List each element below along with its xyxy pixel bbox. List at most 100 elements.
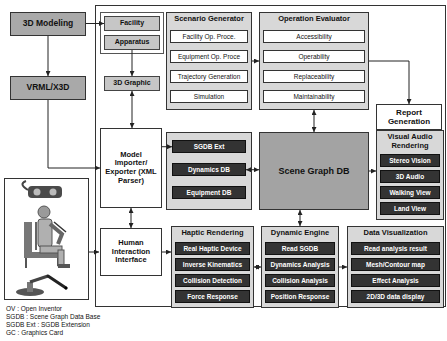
item-label: Read analysis result [364,245,427,252]
function-item: Read SGDB [265,242,335,255]
device-link [89,252,99,253]
flow-arrow [162,146,172,147]
flow-arrow [162,252,171,253]
flow-arrow [132,91,133,128]
module-panel: Scenario GeneratorFacility Op. Proce. Equ… [166,12,252,110]
function-item: 3D Audio [380,170,440,183]
function-item: Simulation [170,90,248,103]
module-panel: Visual Audio RenderingStereo Vision 3D Au… [376,130,444,220]
abbreviation-note: OV : Open Inventor [6,305,62,313]
function-item: 2D/3D data display [351,290,440,303]
function-item: Maintainability [263,90,365,103]
function-item: Trajectory Generation [170,70,248,83]
panel-title: Visual Audio Rendering [377,131,443,150]
item-label: Walking View [389,189,430,196]
box-label: Facility [120,19,144,27]
item-label: Land View [394,205,426,212]
module-panel: Operation EvaluatorAccessibilityOperabil… [259,12,369,110]
item-label: Equipment DB [187,189,232,196]
flow-arrow [252,61,259,62]
panel-title: Data Visualization [348,227,443,238]
box-label: 3D Graphic [113,79,150,87]
function-item: Stereo Vision [380,154,440,167]
haptic-stylus-icon [16,276,68,296]
flow-arrow [132,50,133,76]
item-label: 2D/3D data display [367,293,425,300]
flow-arrow [300,210,301,226]
box-label: Report Generation [379,108,439,126]
item-label: Replaceability [294,73,334,80]
function-item: Collision Detection [175,274,250,287]
function-item: Effect Analysis [351,274,440,287]
item-label: Trajectory Generation [178,73,241,80]
flow-arrow [48,100,100,168]
flow-arrow [48,36,49,76]
flow-arrow [254,267,261,268]
flow-arrow [246,169,259,170]
function-item: Collision Analysis [265,274,335,287]
function-item: Accessibility [263,30,365,43]
abbreviation-note: SGDB : Scene Graph Data Base [6,313,100,321]
panel-title: Scenario Generator [167,13,251,24]
item-label: Read SGDB [282,245,318,252]
asset-box: Facility [104,16,160,31]
hmd-icon [22,181,62,198]
function-item: Mesh/Contour map [351,258,440,271]
box-label: Model Importer/ Exporter (XML Parser) [103,151,159,186]
item-label: Simulation [194,93,224,100]
box-label: Apparatus [115,38,150,46]
function-item: Real Haptic Device [175,242,250,255]
item-label: Force Response [187,293,238,300]
item-label: Real Haptic Device [183,245,241,252]
abbreviation-note: GC : Graphics Card [6,329,63,337]
item-label: Position Response [271,293,330,300]
item-label: Effect Analysis [372,277,418,284]
item-label: Collision Detection [183,277,242,284]
item-label: Dynamics Analysis [270,261,329,268]
function-item: Equipment DB [172,186,246,199]
item-label: Operability [298,53,329,60]
module-box: Model Importer/ Exporter (XML Parser) [100,128,162,208]
box-label: 3D Modeling [23,19,74,29]
exoskeleton-figure [24,206,70,268]
box-label: Human Interaction Interface [103,239,159,265]
item-label: 3D Audio [396,173,424,180]
function-item: Position Response [265,290,335,303]
module-panel: Data VisualizationRead analysis resultMe… [347,226,444,308]
flow-arrow [314,110,315,132]
item-label: Inverse Kinematics [183,261,242,268]
module-panel: Haptic RenderingReal Haptic DeviceInvers… [171,226,254,308]
function-item: Facility Op. Proce. [170,30,248,43]
asset-group-frame [101,13,164,54]
flow-arrow [86,23,104,24]
database-group-frame [167,133,252,210]
source-box: 3D Modeling [10,12,86,36]
asset-box: Apparatus [104,35,160,50]
item-label: Stereo Vision [389,157,430,164]
item-label: Collision Analysis [272,277,328,284]
box-label: Scene Graph DB [278,166,349,176]
device-frame [5,179,89,300]
output-box: Report Generation [376,104,442,130]
function-item: Equipment Op. Proce [170,50,248,63]
item-label: Facility Op. Proce. [182,33,235,40]
function-item: Replaceability [263,70,365,83]
item-label: Equipment Op. Proce [178,53,240,60]
flow-arrow [369,171,376,172]
function-item: Dynamics Analysis [265,258,335,271]
item-label: Mesh/Contour map [366,261,425,268]
database-box: Scene Graph DB [259,132,369,210]
abbreviation-note: SGDB Ext : SGDB Extension [6,321,90,329]
module-panel: Dynamic EngineRead SGDBDynamics Analysis… [261,226,339,308]
item-label: SGDB Ext [194,143,225,150]
function-item: SGDB Ext [172,140,246,153]
function-item: Dynamics DB [172,163,246,176]
item-label: Dynamics DB [188,166,230,173]
source-box: VRML/X3D [10,76,86,100]
flow-arrow [369,61,409,104]
item-label: Maintainability [293,93,334,100]
function-item: Walking View [380,186,440,199]
item-label: Accessibility [296,33,331,40]
